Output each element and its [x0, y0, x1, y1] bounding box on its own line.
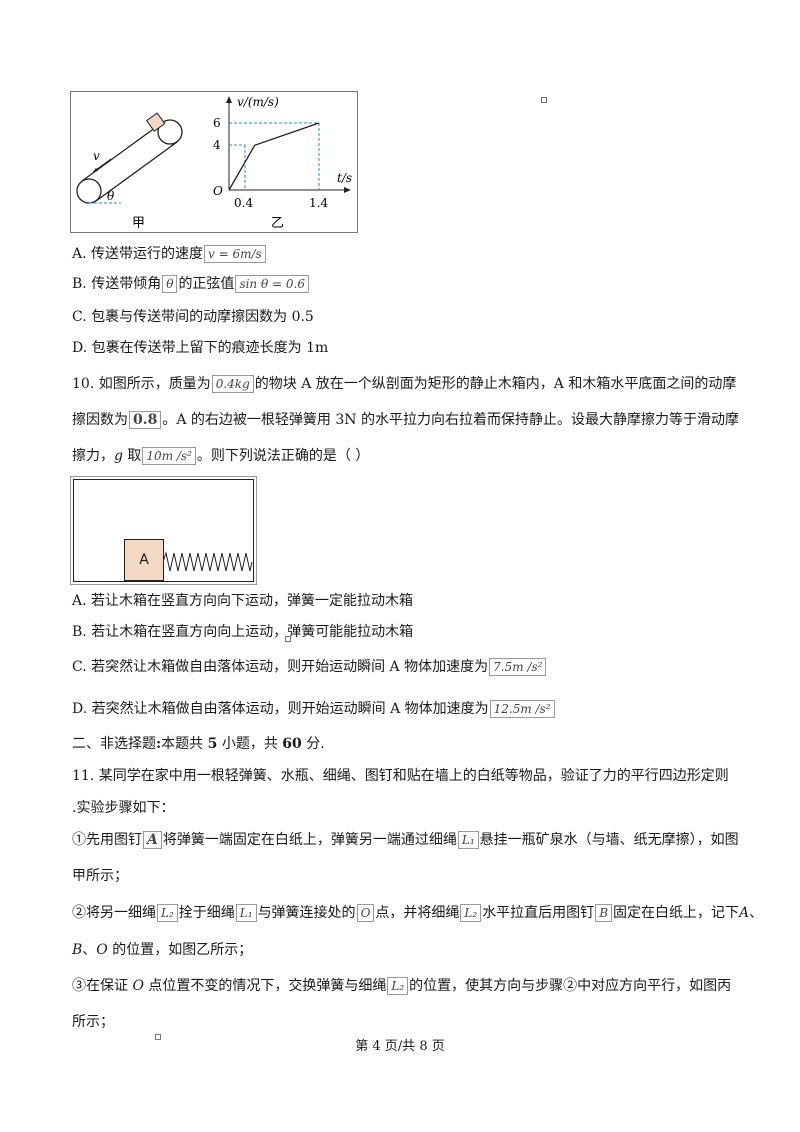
block-a: A [124, 539, 164, 581]
formula-box: L₂ [387, 977, 409, 995]
wooden-box [73, 479, 254, 582]
y-tick-4: 4 [213, 138, 221, 152]
formula-box: B [595, 904, 613, 922]
theta-label: θ [107, 189, 115, 203]
origin-label: O [213, 184, 223, 198]
q9-option-d: D. 包裹在传送带上留下的痕迹长度为 1m [72, 340, 329, 356]
marker-square [541, 97, 547, 103]
formula-box: 7.5m /s² [489, 658, 547, 676]
formula-box: L₁ [235, 904, 257, 922]
x-tick-0.4: 0.4 [234, 196, 253, 210]
spring [163, 551, 253, 572]
q11-step-1-cont: 甲所示； [72, 868, 128, 884]
formula-box: O [356, 904, 375, 922]
formula-box: L₂ [460, 904, 482, 922]
velocity-label: v [93, 149, 100, 163]
formula-box: A [143, 831, 162, 849]
q10-option-a: A. 若让木箱在竖直方向向下运动，弹簧一定能拉动木箱 [72, 593, 414, 609]
section-heading: 二、非选择题:本题共 5 小题，共 60 分. [72, 736, 325, 752]
q11-line-1: 11. 某同学在家中用一根轻弹簧、水瓶、细绳、图钉和贴在墙上的白纸等物品，验证了… [72, 768, 729, 784]
formula-box: 10m /s² [142, 447, 196, 465]
formula-box: L₂ [157, 904, 178, 922]
q10-option-b: B. 若让木箱在竖直方向向上运动，弹簧可能能拉动木箱 [72, 624, 414, 640]
caption-yi: 乙 [271, 216, 284, 231]
vt-data-line [228, 122, 320, 191]
formula-box: θ [162, 275, 178, 293]
v-axis-label: v/(m/s) [237, 95, 279, 109]
formula-box: 12.5m /s² [489, 700, 555, 718]
q11-line-2: .实验步骤如下： [72, 800, 175, 816]
y-tick-6: 6 [213, 116, 221, 130]
x-tick-1.4: 1.4 [309, 196, 328, 210]
vt-graph: v/(m/s) t/s O 6 4 0.4 1.4 [213, 95, 352, 210]
formula-box: sin θ = 0.6 [235, 275, 309, 293]
formula-box: 0.8 [129, 411, 162, 429]
q11-step-2-cont: B、O 的位置，如图乙所示； [72, 942, 253, 958]
marker-square [285, 636, 291, 642]
formula-box: L₁ [457, 831, 479, 849]
t-axis-label: t/s [337, 171, 352, 185]
page-number: 第 4 页/共 8 页 [355, 1039, 445, 1054]
marker-square [155, 1034, 161, 1040]
package [145, 112, 166, 132]
guide-lines [229, 122, 320, 190]
box-figure: A [70, 476, 257, 585]
q11-step-3-cont: 所示； [72, 1014, 114, 1030]
caption-jia: 甲 [132, 216, 145, 231]
conveyor-svg: v θ 甲 v/(m/s) t/s O 6 4 0.4 1.4 乙 [76, 95, 352, 231]
q9-option-c: C. 包裹与传送带间的动摩擦因数为 0.5 [72, 309, 314, 325]
formula-box: 0.4kg [211, 375, 254, 393]
formula-box: v = 6m/s [204, 245, 266, 263]
conveyor-figure: v θ 甲 v/(m/s) t/s O 6 4 0.4 1.4 乙 [70, 91, 358, 233]
